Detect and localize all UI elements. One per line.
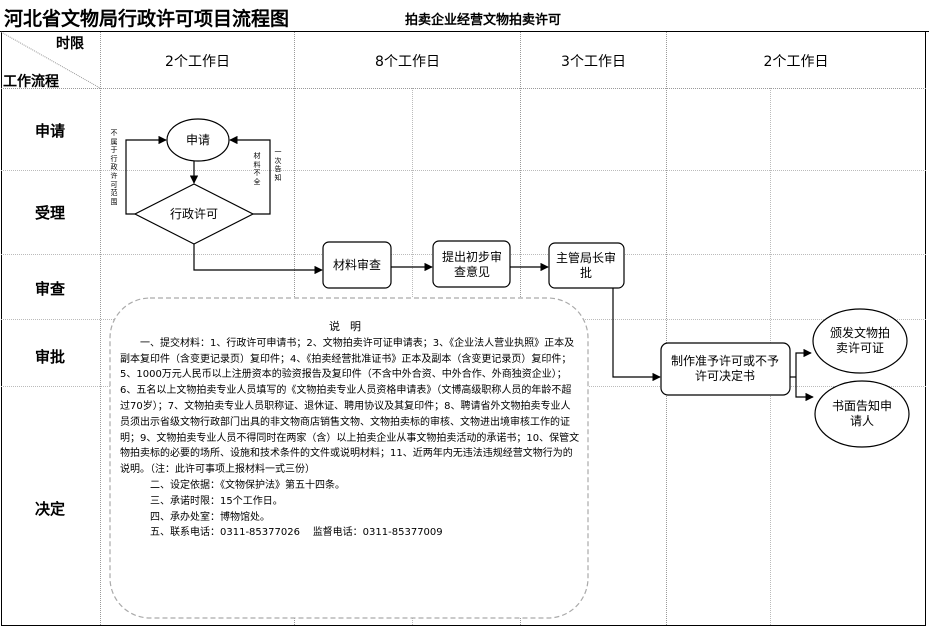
notice-ellipse bbox=[814, 380, 910, 448]
decision-box bbox=[660, 342, 791, 396]
notes-supervise-phone: 监督电话：0311-85377009 bbox=[312, 527, 443, 539]
notes-item-4: 四、承办处室：博物馆处。 bbox=[150, 511, 270, 523]
notes-item-1: 一、提交材料：1、行政许可申请书；2、文物拍卖许可证申请表；3、《企业法人营业执… bbox=[120, 337, 580, 476]
stage-approve: 审批 bbox=[34, 348, 65, 366]
director-box bbox=[548, 242, 625, 289]
notes-section: 说明 一、提交材料：1、行政许可申请书；2、文物拍卖许可证申请表；3、《企业法人… bbox=[120, 319, 580, 541]
page-subtitle: 拍卖企业经营文物拍卖许可 bbox=[405, 13, 562, 28]
column-header-4: 2个工作日 bbox=[763, 54, 829, 70]
column-header-3: 3个工作日 bbox=[561, 54, 626, 70]
notes-title: 说明 bbox=[329, 320, 371, 333]
material-review-box bbox=[322, 241, 392, 289]
arrow-permit-to-review bbox=[193, 244, 323, 275]
node-material-review: 材料审查 bbox=[332, 257, 381, 272]
label-one-time-notice: 一次告知 bbox=[274, 148, 282, 182]
node-preliminary-opinion: 提出初步审查意见 bbox=[442, 250, 503, 279]
stage-review: 审查 bbox=[34, 280, 65, 298]
label-out-of-scope: 不属于行政许可范围 bbox=[110, 129, 118, 206]
stage-accept: 受理 bbox=[34, 204, 65, 222]
header-diagonal bbox=[0, 31, 101, 89]
node-director-approval: 主管局长审批 bbox=[556, 250, 617, 280]
issue-ellipse bbox=[812, 308, 908, 374]
arrow-to-issue bbox=[795, 348, 812, 377]
arrow-to-notice bbox=[795, 377, 814, 402]
notes-phone: 五、联系电话：0311-85377026 bbox=[150, 527, 300, 539]
node-issue-certificate: 颁发文物拍卖许可证 bbox=[829, 326, 890, 355]
label-materials-incomplete: 材料不全 bbox=[253, 152, 261, 186]
apply-ellipse bbox=[166, 118, 230, 162]
header-flow-label: 工作流程 bbox=[3, 74, 59, 90]
notes-box bbox=[109, 297, 589, 619]
node-decision: 制作准予许可或不予许可决定书 bbox=[670, 354, 779, 383]
column-header-2: 8个工作日 bbox=[375, 54, 440, 70]
arrow-out-of-scope-loop bbox=[125, 135, 167, 215]
node-admin-permit: 行政许可 bbox=[169, 206, 218, 221]
arrow-director-to-decision bbox=[612, 288, 661, 382]
column-header-1: 2个工作日 bbox=[165, 54, 230, 70]
notes-item-3: 三、承诺时限：15个工作日。 bbox=[150, 495, 283, 507]
notes-item-2: 二、设定依据：《文物保护法》第五十四条。 bbox=[150, 479, 345, 491]
arrow-incomplete-loop bbox=[229, 135, 271, 215]
node-apply: 申请 bbox=[185, 132, 210, 147]
notes-item-5: 五、联系电话：0311-85377026 监督电话：0311-85377009 bbox=[120, 525, 580, 541]
header-time-label: 时限 bbox=[56, 36, 84, 52]
stage-decide: 决定 bbox=[34, 500, 65, 518]
preliminary-box bbox=[432, 240, 511, 288]
node-written-notice: 书面告知申请人 bbox=[831, 399, 892, 428]
stage-apply: 申请 bbox=[34, 122, 65, 140]
page-title: 河北省文物局行政许可项目流程图 bbox=[4, 8, 290, 30]
